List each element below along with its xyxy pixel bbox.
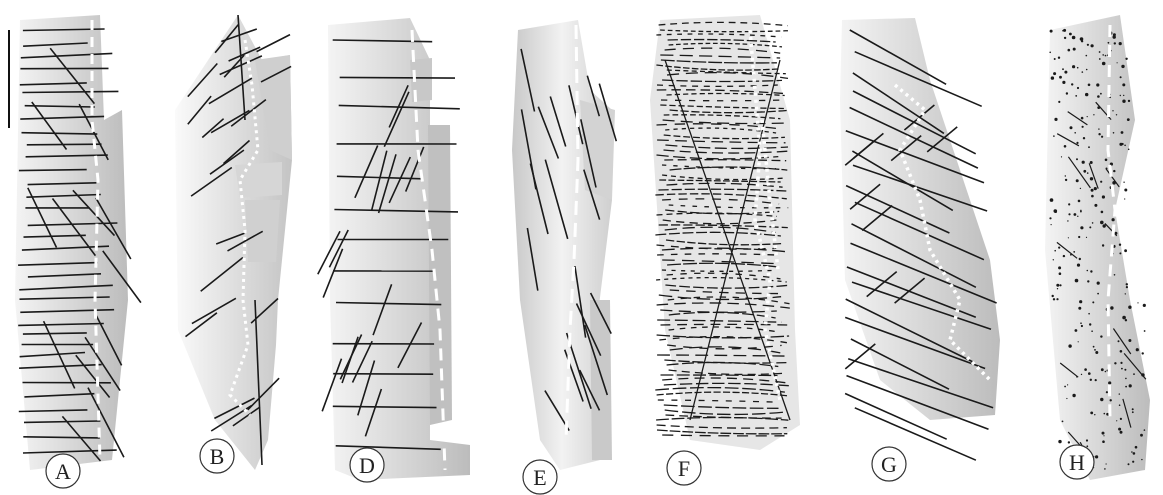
svg-text:E: E (533, 465, 546, 490)
svg-text:A: A (55, 459, 71, 484)
core-panel-e (512, 20, 616, 470)
panel-label-h: H (1060, 445, 1094, 479)
panel-label-d: D (350, 448, 384, 482)
svg-text:B: B (210, 444, 225, 469)
core-panel-g (840, 18, 1000, 460)
core-panel-f (650, 15, 800, 450)
panel-label-f: F (667, 451, 701, 485)
svg-text:D: D (359, 453, 375, 478)
panel-label-b: B (200, 439, 234, 473)
core-panel-a (15, 15, 141, 470)
svg-text:F: F (678, 456, 690, 481)
panel-label-g: G (872, 447, 906, 481)
core-panel-b (175, 15, 292, 470)
svg-text:H: H (1069, 450, 1085, 475)
panel-label-e: E (523, 460, 557, 494)
core-panel-h (1045, 15, 1150, 480)
panel-label-a: A (46, 454, 80, 488)
svg-text:G: G (881, 452, 897, 477)
core-panel-d (318, 18, 470, 480)
